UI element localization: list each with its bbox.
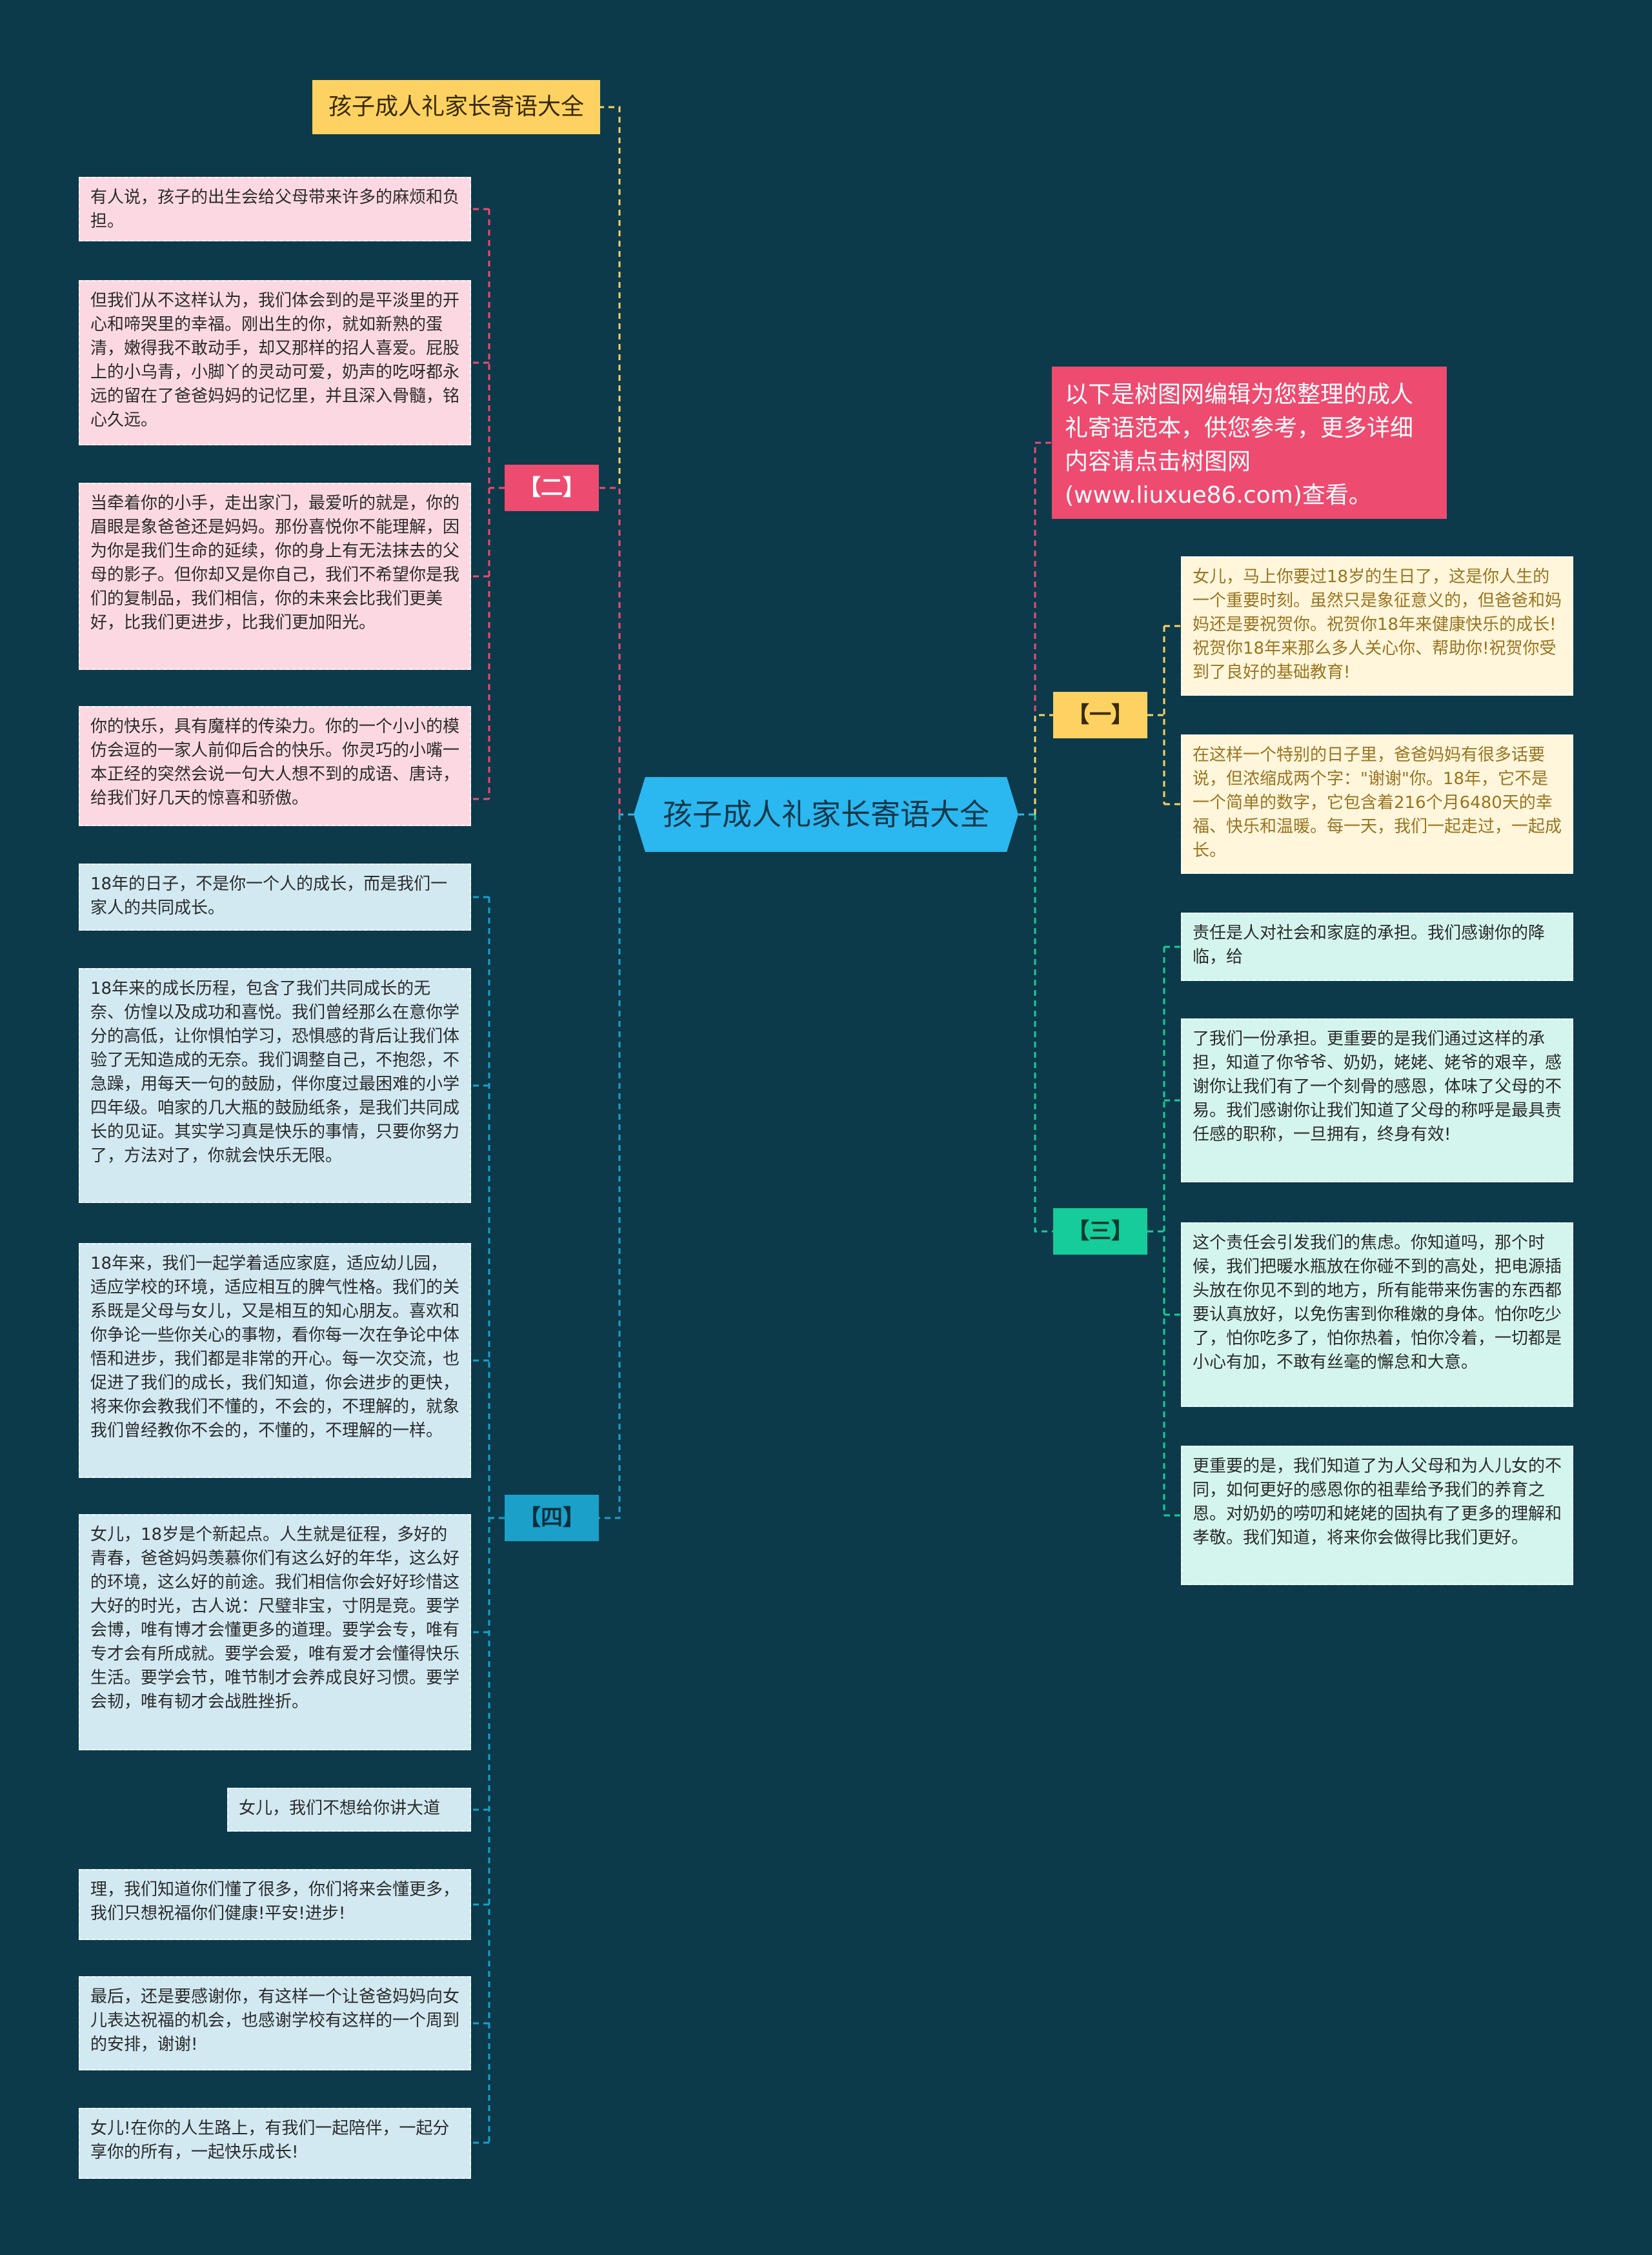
branch-4-item[interactable]: 18年的日子，不是你一个人的成长，而是我们一家人的共同成长。 — [79, 864, 471, 931]
branch-4-item[interactable]: 女儿，18岁是个新起点。人生就是征程，多好的青春，爸爸妈妈羡慕你们有这么好的年华… — [79, 1514, 471, 1750]
branch-2-label[interactable]: 【二】 — [505, 465, 599, 511]
branch-4-item[interactable]: 最后，还是要感谢你，有这样一个让爸爸妈妈向女儿表达祝福的机会，也感谢学校有这样的… — [79, 1976, 471, 2070]
branch-2-item[interactable]: 你的快乐，具有魔样的传染力。你的一个小小的模仿会逗的一家人前仰后合的快乐。你灵巧… — [79, 706, 471, 826]
branch-4-item[interactable]: 理，我们知道你们懂了很多，你们将来会懂更多，我们只想祝福你们健康!平安!进步! — [79, 1869, 471, 1940]
branch-4-label[interactable]: 【四】 — [505, 1495, 599, 1541]
branch-3-label[interactable]: 【三】 — [1053, 1208, 1147, 1255]
branch-4-item[interactable]: 女儿!在你的人生路上，有我们一起陪伴，一起分享你的所有，一起快乐成长! — [79, 2108, 471, 2179]
connector-branch-4 — [599, 814, 621, 1519]
connector-branch-3 — [1034, 814, 1053, 1233]
connector-branch-1 — [1034, 714, 1053, 814]
branch-2-item[interactable]: 当牵着你的小手，走出家门，最爱听的就是，你的眉眼是象爸爸还是妈妈。那份喜悦你不能… — [79, 483, 471, 670]
branch-4-item[interactable]: 18年来的成长历程，包含了我们共同成长的无奈、仿惶以及成功和喜悦。我们曾经那么在… — [79, 968, 471, 1203]
connector-intro — [1034, 441, 1052, 814]
branch-4-item[interactable]: 18年来，我们一起学着适应家庭，适应幼儿园，适应学校的环境，适应相互的脾气性格。… — [79, 1243, 471, 1478]
branch-3-item[interactable]: 这个责任会引发我们的焦虑。你知道吗，那个时候，我们把暖水瓶放在你碰不到的高处，把… — [1181, 1222, 1573, 1407]
branch-1-item[interactable]: 在这样一个特别的日子里，爸爸妈妈有很多话要说，但浓缩成两个字："谢谢"你。18年… — [1181, 734, 1573, 874]
connector-branch-2 — [599, 487, 621, 814]
title-tag[interactable]: 孩子成人礼家长寄语大全 — [312, 80, 600, 134]
branch-4-item[interactable]: 女儿，我们不想给你讲大道 — [227, 1788, 471, 1832]
intro-note[interactable]: 以下是树图网编辑为您整理的成人礼寄语范本，供您参考，更多详细内容请点击树图网(w… — [1052, 367, 1447, 519]
branch-1-label[interactable]: 【一】 — [1053, 692, 1147, 738]
branch-3-item[interactable]: 责任是人对社会和家庭的承担。我们感谢你的降临，给 — [1181, 913, 1573, 981]
central-topic[interactable]: 孩子成人礼家长寄语大全 — [634, 777, 1018, 852]
branch-3-item[interactable]: 更重要的是，我们知道了为人父母和为人儿女的不同，如何更好的感恩你的祖辈给予我们的… — [1181, 1446, 1573, 1585]
branch-3-item[interactable]: 了我们一份承担。更重要的是我们通过这样的承担，知道了你爷爷、奶奶，姥姥、姥爷的艰… — [1181, 1018, 1573, 1182]
connector-title-tag — [600, 106, 621, 814]
branch-1-item[interactable]: 女儿，马上你要过18岁的生日了，这是你人生的一个重要时刻。虽然只是象征意义的，但… — [1181, 556, 1573, 696]
branch-2-item[interactable]: 但我们从不这样认为，我们体会到的是平淡里的开心和啼哭里的幸福。刚出生的你，就如新… — [79, 280, 471, 445]
branch-2-item[interactable]: 有人说，孩子的出生会给父母带来许多的麻烦和负担。 — [79, 177, 471, 241]
